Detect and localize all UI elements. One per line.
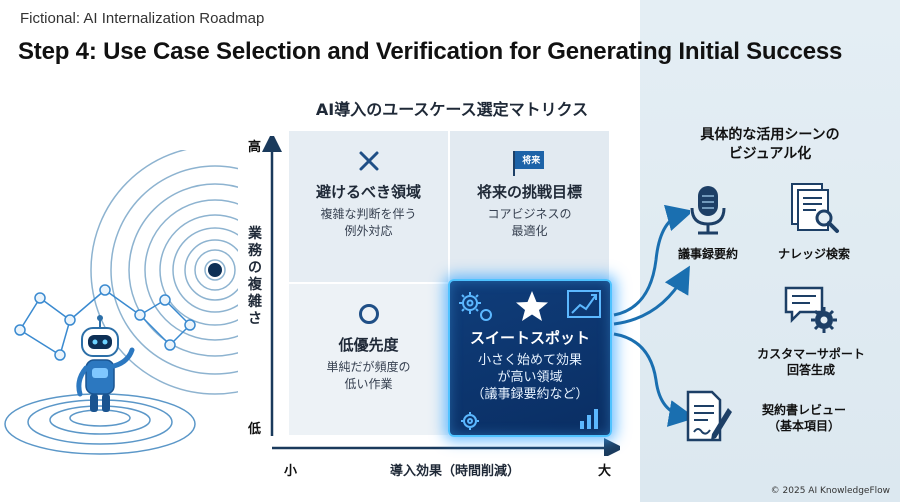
scene-label-contract-line-1: 契約書レビュー xyxy=(761,403,846,417)
quadrant-avoid-desc-2: 例外対応 xyxy=(344,224,393,238)
matrix-title: AI導入のユースケース選定マトリクス xyxy=(315,100,589,119)
contract-pen-icon xyxy=(686,390,732,442)
arrow-to-minutes xyxy=(613,204,690,317)
quadrant-future-desc-2: 最適化 xyxy=(511,224,548,238)
scene-label-support: カスタマーサポート 回答生成 xyxy=(742,346,880,378)
quadrant-sweet-spot-heading: スイートスポット xyxy=(469,329,590,347)
scenes-title: 具体的な活用シーンの ビジュアル化 xyxy=(650,126,890,164)
arrow-to-support xyxy=(613,265,690,326)
use-case-matrix: 避けるべき領域 複雑な判断を伴う 例外対応 将来 将来の挑戦目標 コアビジネスの… xyxy=(288,130,612,437)
sweet-spot-decor xyxy=(459,290,601,430)
scenes-title-line-1: 具体的な活用シーンの xyxy=(700,127,840,143)
scene-label-contract-line-2: （基本項目） xyxy=(767,419,840,433)
quadrant-future: 将来 将来の挑戦目標 コアビジネスの 最適化 xyxy=(449,130,610,283)
quadrant-low-priority-heading: 低優先度 xyxy=(338,336,399,354)
scenes-title-line-2: ビジュアル化 xyxy=(728,146,812,162)
x-axis-high-label: 大 xyxy=(598,464,612,479)
robot-illustration xyxy=(4,150,270,502)
concentric-rings xyxy=(90,150,270,395)
quadrant-future-desc-1: コアビジネスの xyxy=(487,207,572,221)
scene-label-support-line-1: カスタマーサポート xyxy=(757,347,865,361)
growth-chart-icon xyxy=(567,290,601,318)
microphone-icon xyxy=(690,186,726,235)
quadrant-avoid-desc-1: 複雑な判断を伴う xyxy=(320,207,417,221)
connector-arrows xyxy=(613,204,690,427)
quadrant-avoid-heading: 避けるべき領域 xyxy=(315,183,421,201)
scene-label-contract: 契約書レビュー （基本項目） xyxy=(744,402,864,434)
scene-label-knowledge: ナレッジ検索 xyxy=(777,247,850,261)
page-title: Step 4: Use Case Selection and Verificat… xyxy=(18,38,843,65)
y-axis-high-label: 高 xyxy=(248,140,262,155)
flag-icon: 将来 xyxy=(450,149,609,176)
quadrant-sweet-spot-desc-1: 小さく始めて効果 xyxy=(477,353,582,368)
robot-icon xyxy=(76,315,135,412)
document-search-icon xyxy=(791,183,839,233)
quadrant-low-priority-desc-1: 単純だが頻度の xyxy=(326,360,411,374)
matrix-axes xyxy=(262,136,620,456)
circle-icon xyxy=(289,302,448,328)
scene-label-support-line-2: 回答生成 xyxy=(786,363,835,377)
y-axis-label: 業務の複雑さ xyxy=(248,226,262,327)
ground-rings xyxy=(4,393,196,455)
bars-icon xyxy=(580,409,598,429)
gear-small-icon xyxy=(461,412,479,430)
gear-icon xyxy=(459,292,492,321)
y-axis-low-label: 低 xyxy=(248,422,262,437)
quadrant-sweet-spot-desc-3: （議事録要約など） xyxy=(471,387,589,402)
network-graph xyxy=(14,284,196,361)
quadrant-future-heading: 将来の挑戦目標 xyxy=(476,183,582,201)
scene-label-minutes: 議事録要約 xyxy=(677,247,738,261)
copyright: © 2025 AI KnowledgeFlow xyxy=(770,486,890,496)
x-axis-label: 導入効果（時間削減） xyxy=(389,464,520,479)
quadrant-avoid: 避けるべき領域 複雑な判断を伴う 例外対応 xyxy=(288,130,449,283)
quadrant-low-priority: 低優先度 単純だが頻度の 低い作業 xyxy=(288,283,449,436)
quadrant-low-priority-desc-2: 低い作業 xyxy=(344,377,393,391)
flag-text: 将来 xyxy=(522,156,541,166)
star-icon xyxy=(516,291,548,321)
chat-gear-icon xyxy=(784,286,837,333)
x-mark-icon xyxy=(289,149,448,175)
header-kicker: Fictional: AI Internalization Roadmap xyxy=(20,10,265,27)
quadrant-sweet-spot-desc-2: が高い領域 xyxy=(497,370,563,385)
quadrant-sweet-spot: スイートスポット 小さく始めて効果 が高い領域 （議事録要約など） xyxy=(448,279,612,437)
arrow-to-contract xyxy=(613,332,690,427)
x-axis-low-label: 小 xyxy=(284,464,298,479)
